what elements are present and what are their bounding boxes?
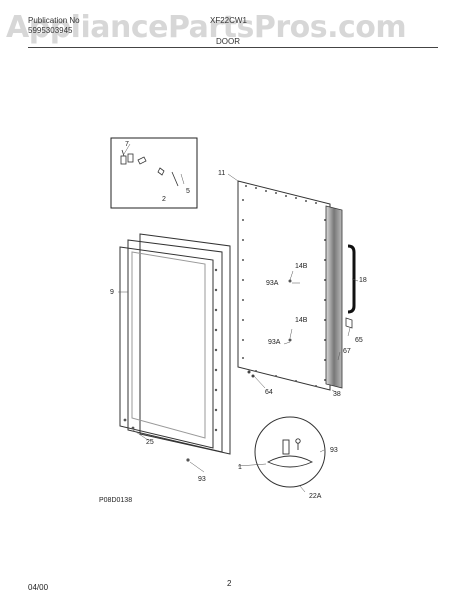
footer-date: 04/00 (28, 583, 49, 592)
callout-14b-lower: 14B (295, 317, 308, 324)
hardware-parts (120, 149, 179, 187)
watermark-logo: AppliancePartsPros.com (6, 10, 407, 45)
door-trim-strip (325, 205, 343, 389)
callout-14b-upper: 14B (295, 263, 308, 270)
publication-label: Publication No (28, 16, 80, 25)
callout-65: 65 (355, 337, 363, 344)
footer-page-number: 2 (227, 579, 232, 588)
callout-11: 11 (218, 170, 226, 177)
door-panel-rivets (242, 185, 326, 387)
callout-9: 9 (110, 289, 114, 296)
callout-5: 5 (186, 188, 190, 195)
hinge-detail-circle (254, 416, 326, 488)
handle-bracket (345, 317, 353, 329)
door-liner-gasket (119, 233, 231, 455)
liner-screws (123, 268, 218, 462)
callout-67: 67 (343, 348, 351, 355)
publication-number: 5995303945 (28, 26, 73, 35)
callout-93-bottom: 93 (198, 476, 206, 483)
section-title: DOOR (216, 37, 240, 46)
leader-lines (118, 143, 359, 493)
callout-22a: 22A (309, 493, 322, 500)
drawing-code: P08D0138 (99, 497, 133, 504)
callout-93-right: 93 (330, 447, 338, 454)
outer-door-panel (237, 180, 331, 391)
model-number: XF22CW1 (210, 16, 247, 25)
callout-2: 2 (162, 196, 166, 203)
callout-38: 38 (333, 391, 341, 398)
callout-93a-upper: 93A (266, 280, 279, 287)
callout-64: 64 (265, 389, 273, 396)
hinge-part (266, 438, 314, 468)
callout-18: 18 (359, 277, 367, 284)
hardware-inset-box (110, 137, 198, 209)
callout-93a-lower: 93A (268, 339, 281, 346)
hinge-screws (247, 370, 255, 378)
header-divider (28, 47, 438, 48)
callout-1: 1 (238, 464, 242, 471)
callout-25: 25 (146, 439, 154, 446)
callout-7: 7 (125, 141, 129, 148)
door-handle (347, 244, 356, 314)
